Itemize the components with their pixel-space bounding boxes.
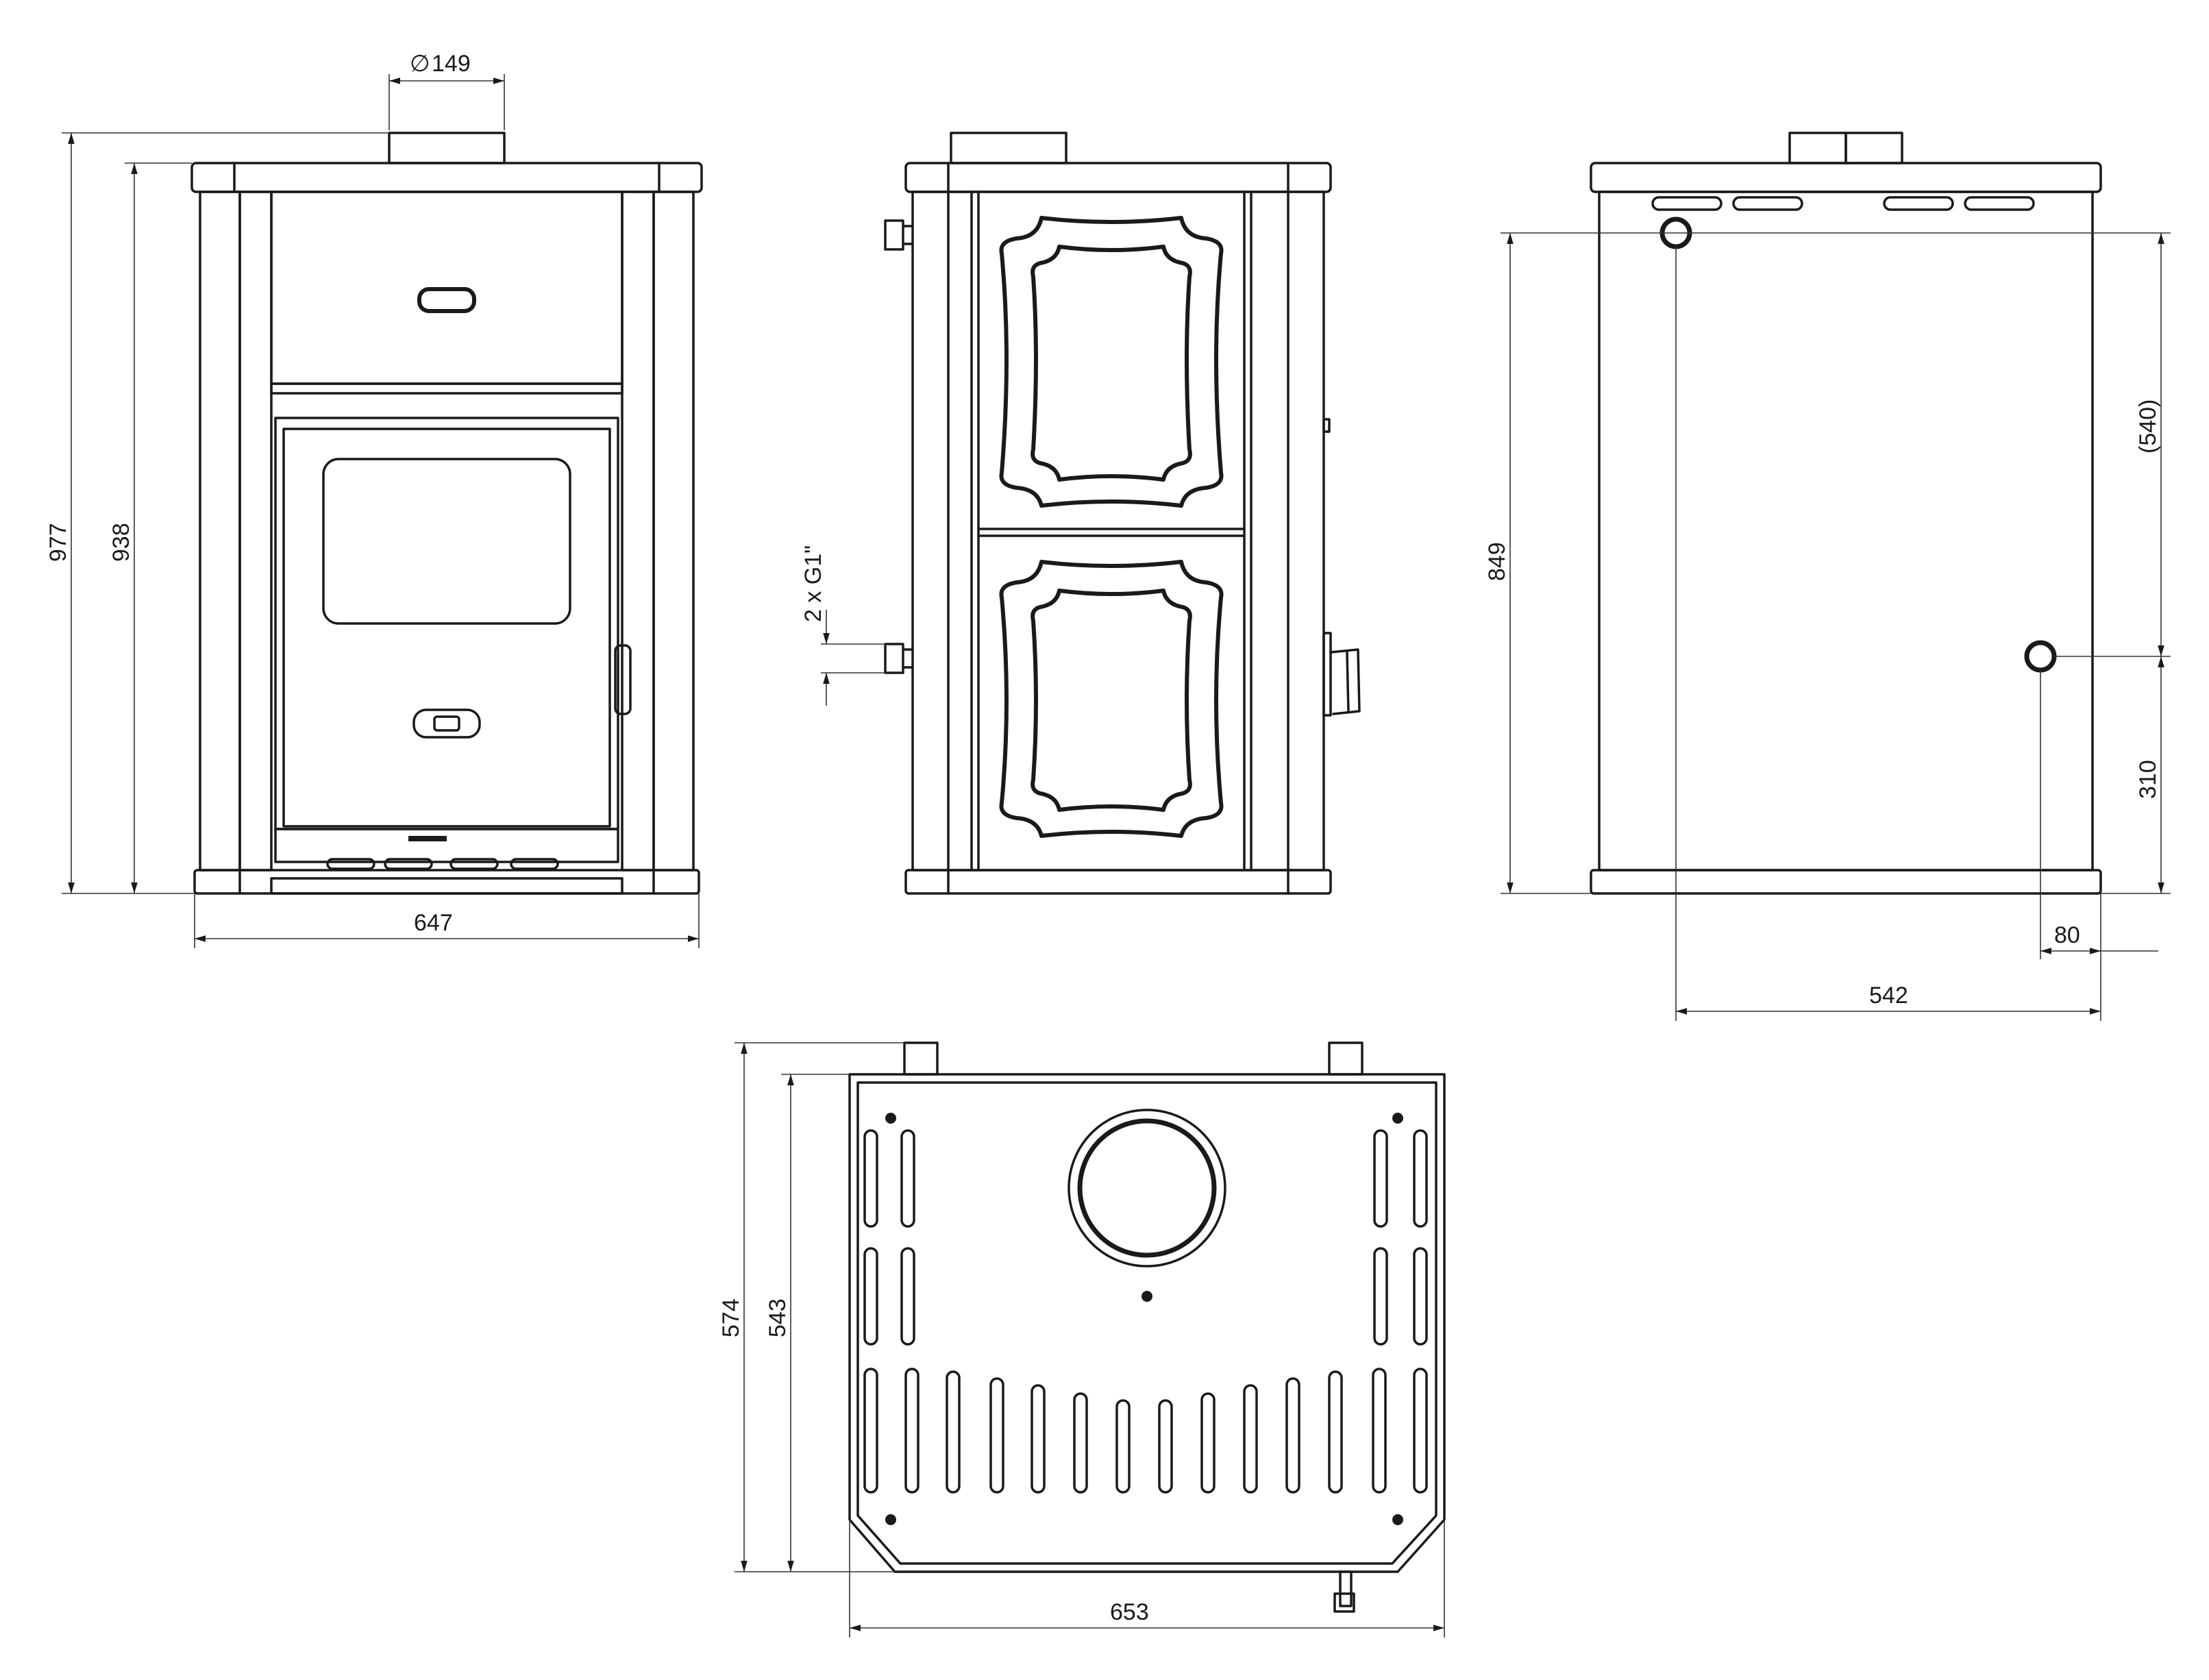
edge-offset-label: 80: [2054, 922, 2080, 948]
water-connection-lower: [884, 643, 904, 674]
height-connection-label: 849: [1484, 542, 1510, 581]
flue-diameter-symbol: ∅: [410, 51, 430, 77]
flue-diameter-label: 149: [432, 51, 471, 77]
top-plate-front: [190, 162, 703, 193]
width-front-label: 647: [414, 910, 453, 936]
back-view: 849 (540) 310 80 542: [1484, 132, 2171, 1021]
water-connection-upper: [884, 219, 904, 251]
side-view: 2 x G1": [800, 132, 1361, 895]
door-handle: [412, 708, 481, 739]
flue-pipe-front: [388, 132, 506, 164]
horizontal-spacing-label: 542: [1869, 983, 1908, 1009]
vertical-spacing-label: (540): [2135, 399, 2161, 454]
connections-label: 2 x G1": [800, 545, 826, 622]
front-view: ∅ 149 977 938 647: [45, 51, 703, 948]
upper-handle: [417, 287, 476, 313]
decor-tile-upper: [999, 216, 1224, 508]
depth-total-label: 574: [718, 1298, 744, 1337]
depth-body-label: 543: [765, 1298, 791, 1337]
height-total-label: 977: [45, 523, 71, 562]
width-top-label: 653: [1110, 1599, 1149, 1625]
decor-tile-lower: [999, 560, 1224, 838]
door-glass: [322, 458, 571, 625]
top-outline: [848, 1073, 1446, 1573]
lower-height-label: 310: [2135, 760, 2161, 799]
back-panel: [1598, 190, 2094, 872]
top-view: 574 543 653: [718, 1041, 1446, 1638]
flue-outlet: [1068, 1109, 1226, 1268]
height-body-label: 938: [108, 523, 134, 562]
port-lower: [2024, 640, 2057, 673]
